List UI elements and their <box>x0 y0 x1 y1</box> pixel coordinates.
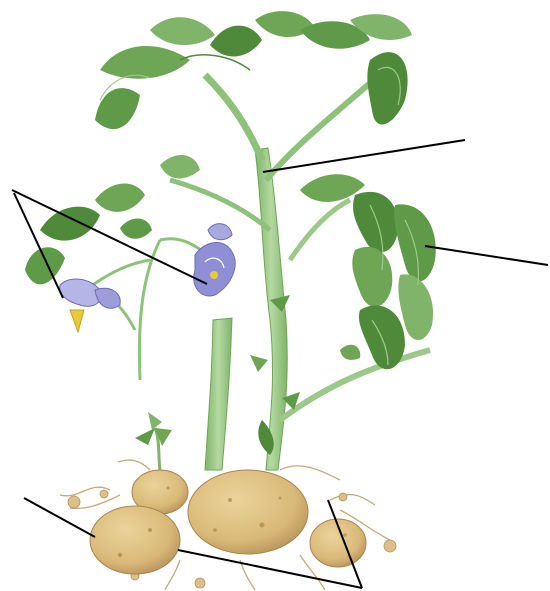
stem-leaves <box>250 295 360 455</box>
basal-shoot <box>135 412 172 470</box>
leader-line-leaf <box>425 246 548 265</box>
top-leaves <box>95 11 412 129</box>
leader-line-tuber-left <box>24 498 95 537</box>
right-leaves <box>300 174 436 369</box>
tubers <box>90 470 366 574</box>
left-leaves <box>25 155 200 284</box>
leader-line-stem <box>263 140 465 172</box>
